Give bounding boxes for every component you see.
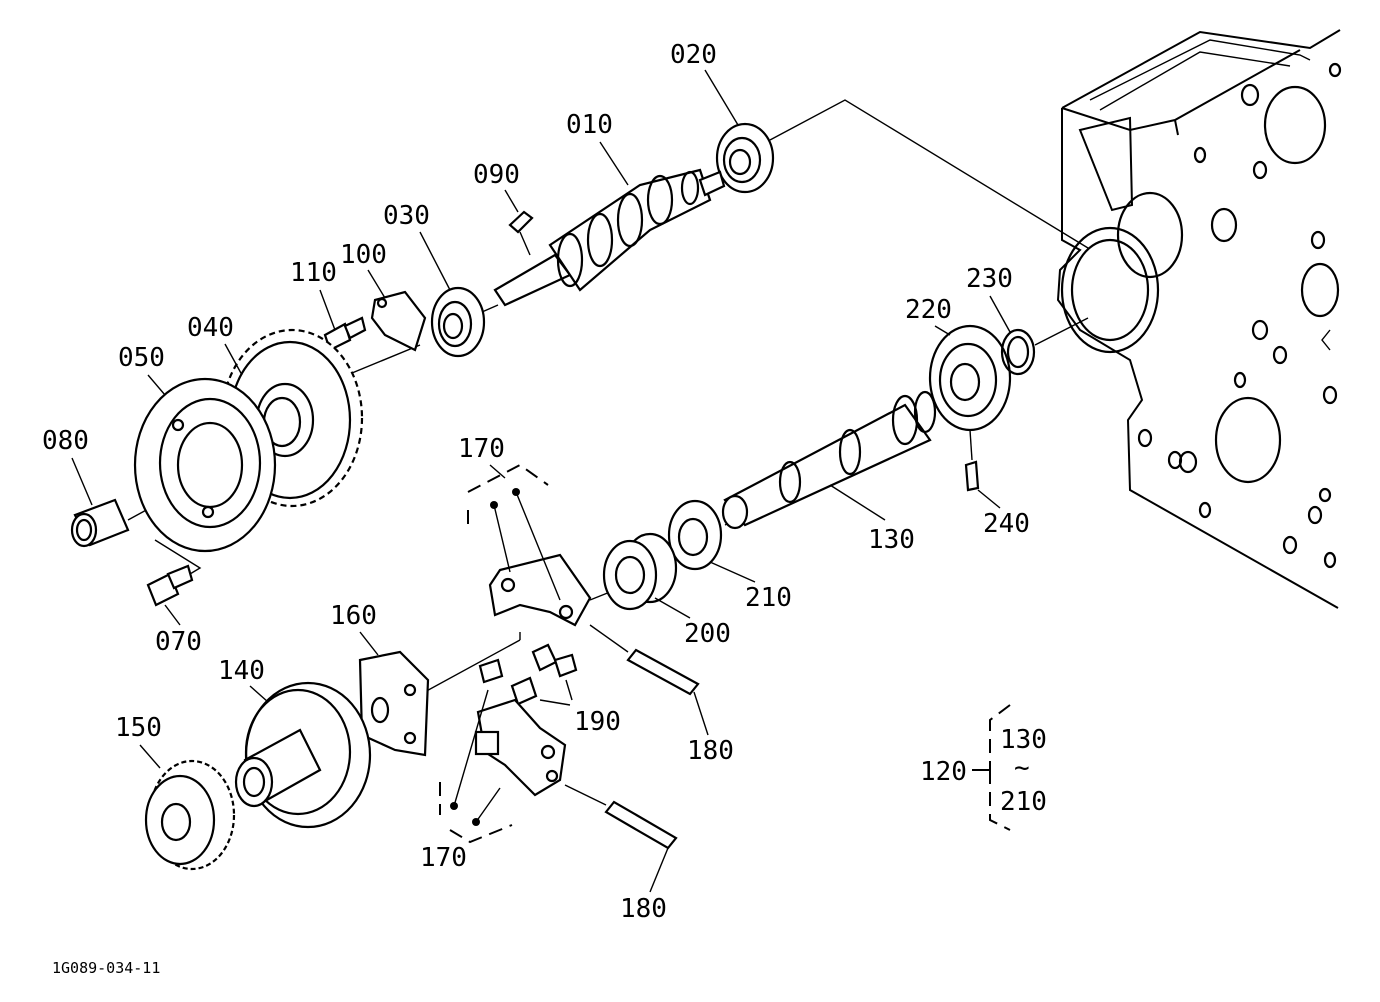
label-080: 080 [42,426,89,456]
bearing-030 [430,286,486,358]
bushing-080 [70,498,130,548]
gear-case-housing [1056,29,1342,609]
bracket-160 [358,650,430,757]
label-240: 240 [983,509,1030,539]
label-170-lower: 170 [420,843,467,873]
label-200: 200 [684,619,731,649]
washer-210 [667,499,723,571]
label-030: 030 [383,201,430,231]
assembly-bracket-120 [972,704,1011,831]
pin-180-upper [589,624,700,696]
retainer-100 [370,290,427,352]
label-230: 230 [966,264,1013,294]
plug-070 [146,564,194,607]
label-110: 110 [290,258,337,288]
label-090: 090 [473,160,520,190]
label-130: 130 [868,525,915,555]
label-140: 140 [218,656,265,686]
key-090 [508,210,534,256]
label-150: 150 [115,713,162,743]
label-040: 040 [187,313,234,343]
diagram-code: 1G089-034-11 [52,959,160,977]
circlip-230 [1000,328,1036,376]
pin-180-lower [564,784,678,850]
weight-170-upper [467,463,592,627]
label-050: 050 [118,343,165,373]
label-130-range-start: 130 [1000,725,1047,755]
label-010: 010 [566,110,613,140]
label-170-upper: 170 [458,434,505,464]
shaft-010 [493,168,726,307]
screw-240 [964,460,980,492]
label-160: 160 [330,601,377,631]
weight-170-lower [439,689,567,844]
gear-150 [144,759,236,871]
label-120: 120 [920,757,967,787]
part-labels: 020 010 090 030 100 110 040 050 080 070 … [42,40,1047,977]
label-070: 070 [155,627,202,657]
label-190: 190 [574,707,621,737]
drum-140 [234,681,372,829]
bearing-020 [715,122,775,194]
flange-050 [133,377,277,553]
bearing-220 [928,324,1012,432]
label-020: 020 [670,40,717,70]
range-separator: ~ [1014,753,1030,783]
shaft-130 [721,390,937,530]
sleeve-200 [602,532,678,611]
label-220: 220 [905,295,952,325]
label-180-lower: 180 [620,894,667,924]
label-210: 210 [745,583,792,613]
label-100: 100 [340,240,387,270]
label-180-upper: 180 [687,736,734,766]
label-210-range-end: 210 [1000,787,1047,817]
pins-190 [478,643,578,706]
